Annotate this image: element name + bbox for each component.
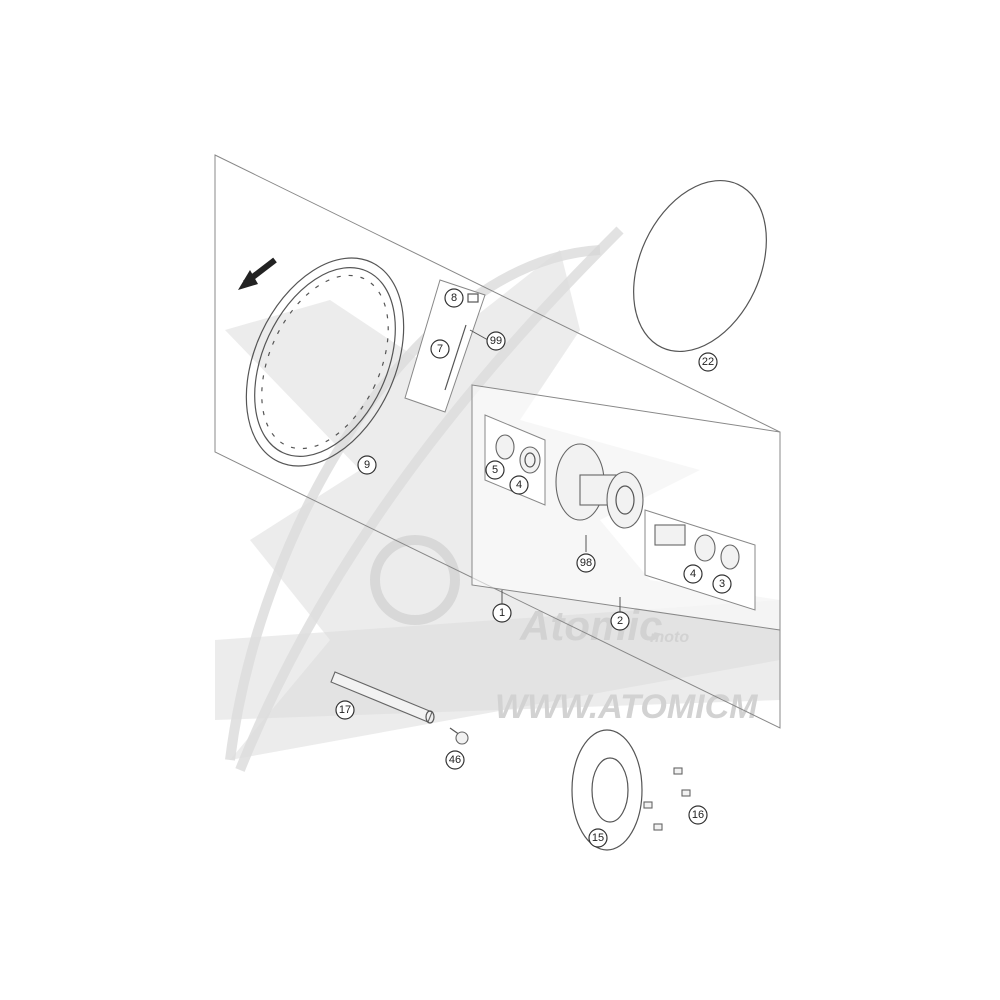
callout-label: 46 [449, 754, 461, 766]
callout-label: 15 [592, 832, 604, 844]
spoke-part [444, 324, 467, 391]
callout-label: 1 [499, 607, 505, 619]
callout-2: 2 [610, 611, 630, 631]
bearing-right [654, 524, 740, 570]
brake-disc [571, 729, 643, 851]
callout-1: 1 [492, 603, 512, 623]
callout-16: 16 [688, 805, 708, 825]
callout-22: 22 [698, 352, 718, 372]
callout-label: 7 [437, 343, 443, 355]
callout-label: 98 [580, 557, 592, 569]
callout-label: 5 [492, 464, 498, 476]
callout-98: 98 [576, 553, 596, 573]
tire-ring [633, 179, 767, 353]
watermark-sub: moto [650, 629, 689, 646]
callout-46: 46 [445, 750, 465, 770]
callout-label: 4 [516, 479, 522, 491]
callout-15: 15 [588, 828, 608, 848]
callout-8: 8 [444, 288, 464, 308]
callout-label: 16 [692, 809, 704, 821]
callout-4: 4 [509, 475, 529, 495]
axle-nut [449, 727, 469, 745]
callout-label: 8 [451, 292, 457, 304]
callout-label: 22 [702, 356, 714, 368]
watermark-url: WWW.ATOMICM [495, 688, 758, 726]
watermark-brand: Atomic [519, 602, 662, 649]
callout-5: 5 [485, 460, 505, 480]
callout-label: 9 [364, 459, 370, 471]
callout-4-right: 4 [683, 564, 703, 584]
axle [330, 671, 435, 724]
callout-99: 99 [486, 331, 506, 351]
rim [245, 257, 405, 467]
callout-label: 17 [339, 704, 351, 716]
bearing-left [495, 434, 541, 474]
callout-label: 99 [490, 335, 502, 347]
callout-3: 3 [712, 574, 732, 594]
callout-label: 4 [690, 568, 696, 580]
callout-17: 17 [335, 700, 355, 720]
callout-label: 3 [719, 578, 725, 590]
callout-9: 9 [357, 455, 377, 475]
main-panel [214, 154, 781, 729]
disc-bolts [643, 767, 691, 831]
hub [555, 443, 644, 529]
callout-7: 7 [430, 339, 450, 359]
callout-label: 2 [617, 615, 623, 627]
